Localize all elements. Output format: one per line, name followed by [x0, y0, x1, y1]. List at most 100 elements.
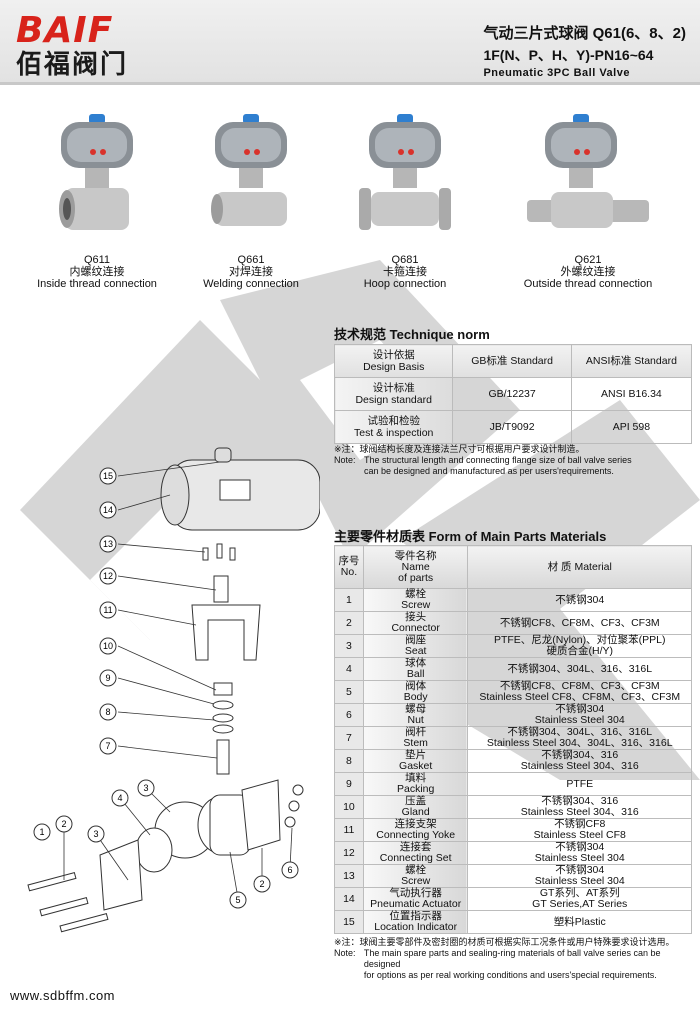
- material-line: Stainless Steel CF8: [533, 829, 626, 841]
- table-cell: JB/T9092: [452, 410, 572, 444]
- note-en-text: The structural length and connecting fla…: [364, 455, 632, 476]
- part-name-cn: 连接支架: [394, 818, 437, 830]
- part-no: 1: [334, 588, 364, 612]
- valve-image: [527, 114, 649, 228]
- callout-number: 15: [103, 471, 113, 481]
- material-line: PTFE: [566, 777, 594, 790]
- packing-drawing: [212, 700, 234, 710]
- material-line: Stainless Steel CF8、CF8M、CF3、CF3M: [479, 691, 681, 703]
- material-line: Stainless Steel 304: [534, 714, 625, 726]
- material-line: 不锈钢304、304L、316、316L: [507, 662, 653, 675]
- table-cell: ANSI B16.34: [570, 377, 693, 411]
- part-name-en: Body: [403, 691, 428, 703]
- table-cell: GB/12237: [452, 377, 572, 411]
- callout-number: 9: [105, 673, 110, 683]
- part-name-en: Nut: [407, 714, 424, 726]
- part-name-en: Location Indicator: [374, 921, 458, 933]
- callout-number: 5: [235, 895, 240, 905]
- material-line: PTFE、尼龙(Nylon)、对位聚苯(PPL): [493, 634, 666, 646]
- table-cell: API 598: [570, 410, 693, 444]
- callout-5: [229, 891, 247, 909]
- technique-title: 技术规范 Technique norm: [334, 327, 490, 342]
- material-line: 不锈钢304: [555, 841, 605, 853]
- part-name-en: Screw: [401, 599, 431, 611]
- part-name-cn: 螺母: [405, 703, 427, 715]
- part-name-en: Screw: [401, 875, 431, 887]
- part-no: 13: [334, 864, 364, 888]
- product-en: Outside thread connection: [523, 278, 653, 290]
- callout-number: 7: [105, 741, 110, 751]
- table-cell: ANSI标准 Standard: [570, 344, 693, 378]
- part-no: 14: [334, 887, 364, 911]
- note-en-text: The main spare parts and sealing-ring ma…: [363, 948, 661, 980]
- part-no: 2: [334, 611, 364, 635]
- note-en: Note: The main spare parts and sealing-r…: [334, 948, 698, 981]
- part-name-cn: 位置指示器: [389, 910, 442, 922]
- product-code: Q681: [391, 254, 419, 266]
- callout-number: 11: [103, 605, 112, 615]
- material-line: 塑料Plastic: [553, 915, 606, 928]
- logo-word: BAIF: [16, 10, 114, 51]
- part-name-cn: 接头: [405, 611, 427, 623]
- part-name-en: Pneumatic Actuator: [370, 898, 462, 910]
- parts-title: 主要零件材质表 Form of Main Parts Materials: [334, 529, 607, 544]
- part-name-cn: 连接套: [399, 841, 432, 853]
- part-name-cn: 阀座: [405, 634, 427, 646]
- technique-note: ※注：球阀结构长度及连接法兰尺寸可根据用户要求设计制造。 Note: The s…: [334, 444, 694, 477]
- gasket-drawing-2: [212, 724, 234, 734]
- callout-6: [281, 861, 299, 879]
- product-q611: Q611 内螺纹连接 Inside thread connection: [22, 108, 172, 290]
- callout-number: 13: [103, 539, 113, 549]
- part-no: 8: [334, 749, 364, 773]
- title-model: 1F(N、P、H、Y)-PN16~64: [483, 47, 654, 63]
- part-name-cn: 填料: [405, 772, 427, 784]
- callout-2a: [55, 815, 73, 833]
- callout-9: [99, 669, 117, 687]
- product-cn: 卡箍连接: [383, 266, 427, 278]
- note-cn: ※注：球阀主要零部件及密封圈的材质可根据实际工况条件或用户特殊要求设计选用。: [334, 937, 675, 947]
- material-line: 不锈钢304: [555, 703, 605, 715]
- callout-4: [111, 789, 129, 807]
- callout-12: [99, 567, 117, 585]
- bolts-drawing: [27, 871, 109, 933]
- callout-number: 1: [39, 827, 44, 837]
- callout-number: 2: [61, 819, 66, 829]
- part-name-cn: 螺栓: [405, 864, 427, 876]
- yoke-drawing: [191, 604, 261, 661]
- part-name-en: Seat: [404, 645, 427, 657]
- product-cn: 外螺纹连接: [560, 266, 616, 278]
- material-line: Stainless Steel 304: [534, 852, 625, 864]
- material-line: Stainless Steel 304、304L、316、316L: [486, 737, 673, 749]
- note-en: Note: The structural length and connecti…: [334, 455, 694, 477]
- title-cn: 气动三片式球阀 Q61(6、8、2): [483, 25, 686, 42]
- material-line: 不锈钢304、304L、316、316L: [507, 726, 653, 738]
- part-name-en: Ball: [406, 668, 425, 680]
- connector-drawing: [99, 839, 143, 911]
- part-material: 不锈钢304、304L、316、316L: [467, 657, 692, 681]
- gland-drawing: [213, 682, 233, 696]
